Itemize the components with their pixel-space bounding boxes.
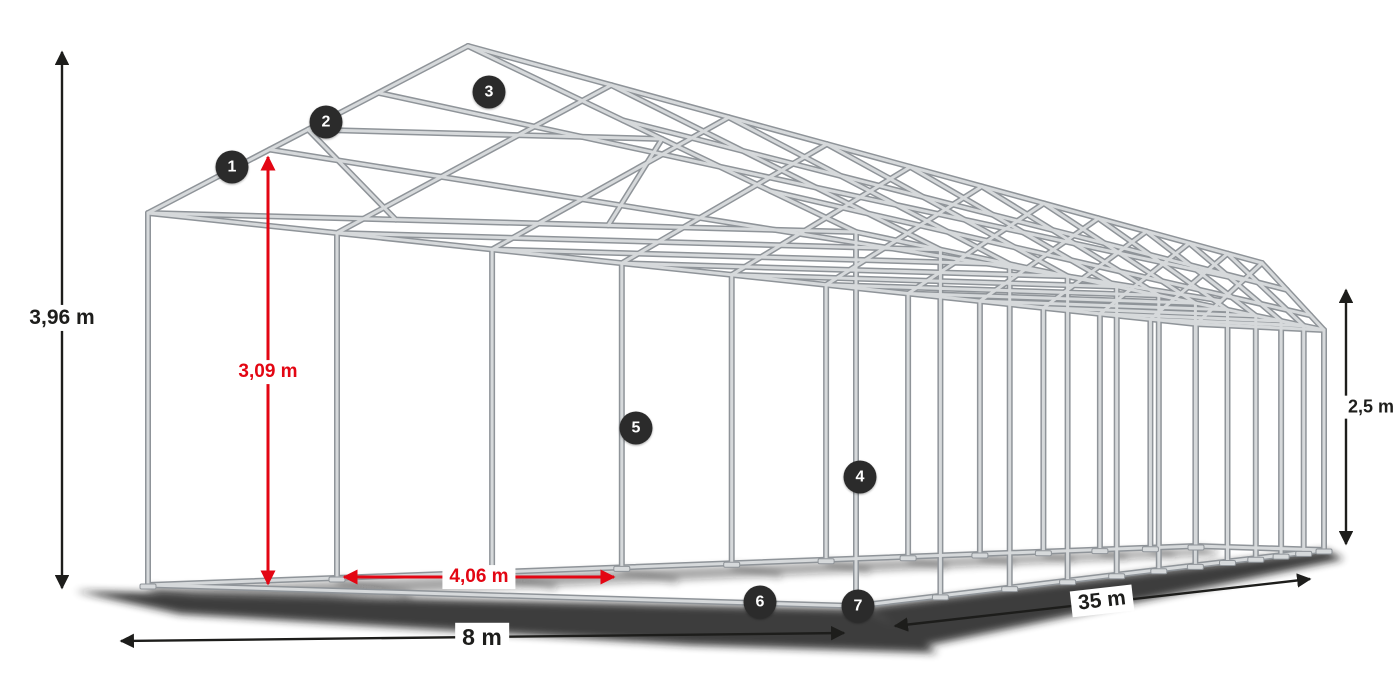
side-height-label: 2,5 m bbox=[1343, 395, 1399, 419]
part-marker-1: 1 bbox=[215, 150, 249, 184]
part-marker-3: 3 bbox=[472, 75, 506, 109]
part-marker-7: 7 bbox=[841, 589, 875, 623]
total-height-label: 3,96 m bbox=[22, 304, 102, 332]
entrance-height-label: 3,09 m bbox=[231, 360, 305, 384]
tent-frame bbox=[139, 43, 1333, 611]
part-marker-5: 5 bbox=[619, 411, 653, 445]
part-marker-4: 4 bbox=[843, 460, 877, 494]
width-label: 8 m bbox=[455, 622, 509, 652]
part-marker-2: 2 bbox=[309, 105, 343, 139]
part-marker-6: 6 bbox=[743, 585, 777, 619]
entrance-width-label: 4,06 m bbox=[442, 565, 516, 589]
